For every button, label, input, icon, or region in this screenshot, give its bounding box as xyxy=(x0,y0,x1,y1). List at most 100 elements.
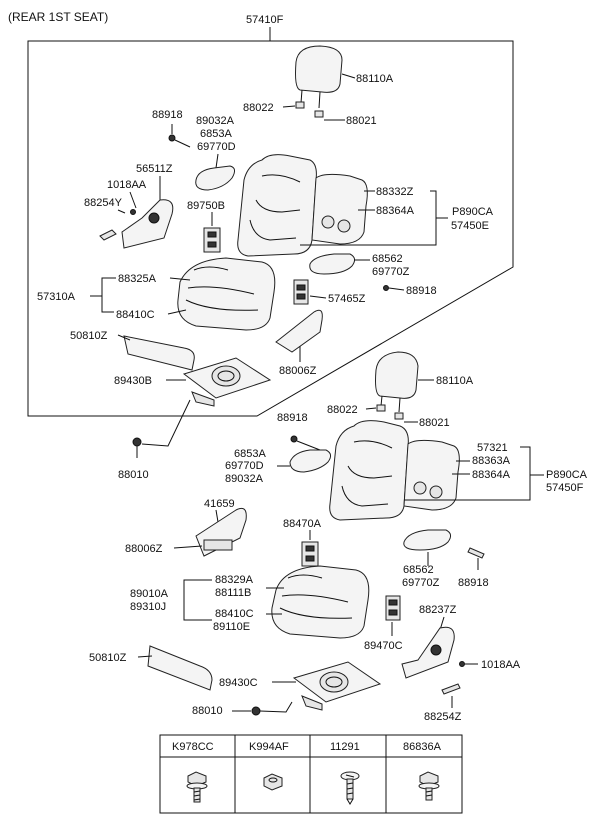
upper-cushion-cover-label: 88325A xyxy=(118,273,157,285)
lower-back-assy-1: P890CA xyxy=(546,469,588,481)
lower-bolt-r-label: 1018AA xyxy=(481,659,521,671)
lower-guide-b-label: 88021 xyxy=(419,417,450,429)
flange-bolt-icon xyxy=(186,771,208,803)
lower-screw-a-label: 88918 xyxy=(277,412,308,424)
upper-hinge-2: 1018AA xyxy=(107,179,147,191)
screw-icon xyxy=(340,771,360,805)
lower-hinge-cover xyxy=(401,626,465,679)
lower-side-cover xyxy=(403,529,452,551)
upper-latch-label: 57465Z xyxy=(328,293,366,305)
lower-back-pad-label: 88364A xyxy=(472,469,511,481)
lower-shield xyxy=(147,645,213,691)
lower-cushion-pad-2: 89110E xyxy=(213,621,250,633)
lower-bolt xyxy=(232,701,293,716)
upper-cushion-group-label: 57310A xyxy=(37,291,76,303)
clip-bolt-icon xyxy=(418,771,440,801)
group-label: 57410F xyxy=(246,14,284,26)
upper-screw-b-label: 88918 xyxy=(406,285,437,297)
upper-latch xyxy=(293,279,309,305)
upper-side-trim xyxy=(195,165,236,191)
lower-screw-a xyxy=(290,435,321,451)
upper-shield-label: 50810Z xyxy=(70,330,108,342)
diagram-title: (REAR 1ST SEAT) xyxy=(8,10,108,24)
lower-recliner-label: 88470A xyxy=(283,518,322,530)
upper-hinge-1: 56511Z xyxy=(136,163,173,175)
hex-nut-icon xyxy=(263,773,283,791)
lower-cushion-group-1: 89010A xyxy=(130,588,169,600)
upper-cover-3: 69770D xyxy=(197,141,236,153)
lower-seat-back xyxy=(329,420,409,521)
lower-hinge-cover-label: 88237Z xyxy=(419,604,457,616)
upper-headrest xyxy=(295,45,343,118)
lower-side-cover-2: 69770Z xyxy=(402,577,440,589)
upper-back-frame-label: 88332Z xyxy=(376,186,414,198)
lower-cushion-group-2: 89310J xyxy=(130,601,166,613)
upper-guide-b-label: 88021 xyxy=(346,115,377,127)
fastener-table xyxy=(159,734,463,814)
upper-recliner xyxy=(203,227,221,253)
lower-back-assy-2: 57450F xyxy=(546,482,584,494)
upper-headrest-label: 88110A xyxy=(356,73,394,85)
upper-screw-b xyxy=(383,285,405,291)
upper-seat-back xyxy=(237,154,317,257)
fastener-header-1: K978CC xyxy=(172,741,214,753)
lower-pin xyxy=(441,683,461,695)
outside-bolt xyxy=(132,399,191,458)
lower-side-trim xyxy=(289,449,332,473)
lower-headrest-label: 88110A xyxy=(436,375,474,387)
lower-bracket-label: 88006Z xyxy=(125,543,163,555)
lower-back-frame-label: 57321 xyxy=(477,442,508,454)
lower-latch xyxy=(385,595,401,621)
upper-guide-a-label: 88022 xyxy=(243,102,274,114)
lower-cushion-cover-2: 88111B xyxy=(215,587,251,599)
lower-back-cover-label: 88363A xyxy=(472,455,511,467)
upper-cushion-pad-label: 88410C xyxy=(116,309,155,321)
lower-cushion-pad-1: 88410C xyxy=(215,608,254,620)
lower-shield-label: 50810Z xyxy=(89,652,127,664)
lower-guide-a-label: 88022 xyxy=(327,404,358,416)
upper-group-frame xyxy=(27,40,514,417)
outside-bolt-label: 88010 xyxy=(118,469,149,481)
lower-side-cover-1: 68562 xyxy=(403,564,434,576)
lower-cushion-frame xyxy=(292,661,382,711)
lower-latch-label: 89470C xyxy=(364,640,403,652)
upper-screw-a xyxy=(168,124,191,148)
lower-screw-b-label: 88918 xyxy=(458,577,489,589)
upper-side-cover-1: 68562 xyxy=(372,253,403,265)
upper-cover-1: 89032A xyxy=(196,115,235,127)
lower-cushion-frame-label: 89430C xyxy=(219,677,258,689)
upper-cushion-frame xyxy=(182,357,272,407)
upper-side-cover xyxy=(309,253,356,275)
upper-bracket-label: 88006Z xyxy=(279,365,317,377)
lower-back-frame xyxy=(403,439,460,511)
lower-bolt-label: 88010 xyxy=(192,705,223,717)
fastener-header-4: 86836A xyxy=(403,741,442,753)
upper-back-frame xyxy=(311,173,368,245)
lower-cushion xyxy=(271,565,370,639)
upper-back-assy-1: P890CA xyxy=(452,206,494,218)
lower-cushion-cover-1: 88329A xyxy=(215,574,254,586)
lower-recliner xyxy=(301,541,319,567)
lower-cover-2: 69770D xyxy=(225,460,264,472)
upper-bracket xyxy=(275,309,323,353)
upper-recliner-label: 89750B xyxy=(187,200,225,212)
upper-back-pad-label: 88364A xyxy=(376,205,415,217)
lower-hinge xyxy=(195,507,247,557)
upper-side-cover-2: 69770Z xyxy=(372,266,410,278)
lower-headrest xyxy=(375,351,419,420)
lower-hinge-label: 41659 xyxy=(204,498,235,510)
lower-screw-b xyxy=(467,547,485,570)
lower-cover-1: 6853A xyxy=(234,448,266,460)
fastener-header-3: 11291 xyxy=(330,741,360,753)
upper-cover-2: 6853A xyxy=(200,128,232,140)
upper-screw-a-label: 88918 xyxy=(152,109,183,121)
upper-shield xyxy=(123,335,195,371)
upper-cushion xyxy=(177,257,276,331)
lower-cover-3: 89032A xyxy=(225,473,264,485)
fastener-header-2: K994AF xyxy=(249,741,289,753)
upper-cushion-frame-label: 89430B xyxy=(114,375,152,387)
upper-back-assy-2: 57450E xyxy=(451,220,489,232)
upper-hinge-cover xyxy=(99,199,174,249)
lower-pin-label: 88254Z xyxy=(424,711,462,723)
